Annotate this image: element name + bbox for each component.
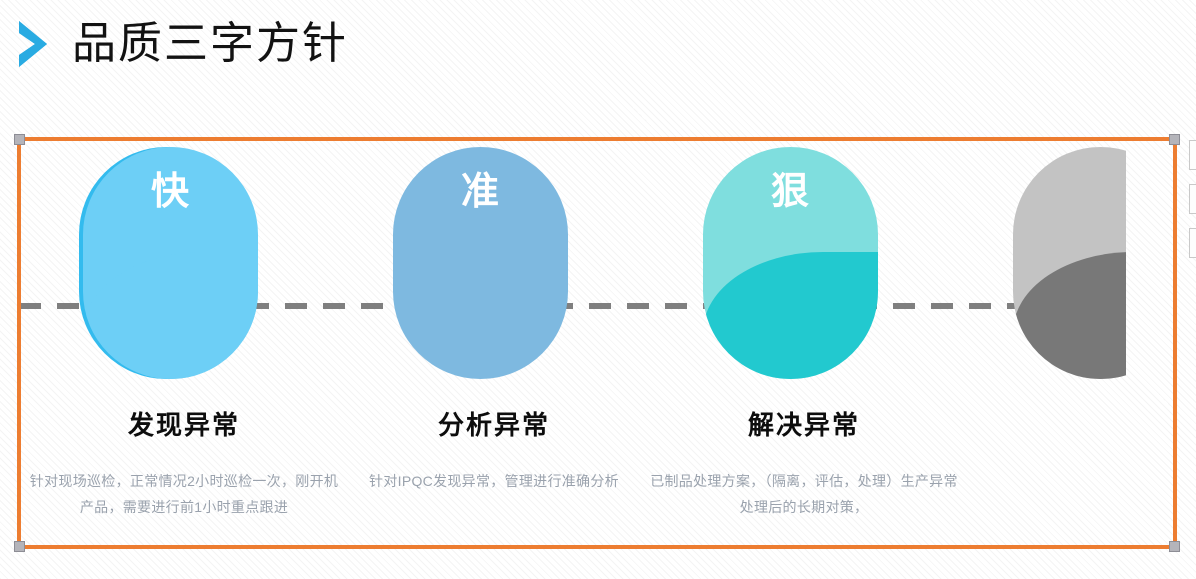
stage-2[interactable]: 准 分析异常 针对IPQC发现异常，管理进行准确分析 [329, 139, 659, 547]
page-title: 品质三字方针 [72, 19, 348, 68]
stage-2-pill[interactable]: 准 [393, 147, 568, 379]
stage-3-heading: 解决异常 [747, 410, 860, 440]
stage-4-pill-overlay [1013, 252, 1126, 379]
stage-1-description: 针对现场巡检，正常情况2小时巡检一次，刚开机产品，需要进行前1小时重点跟进 [29, 473, 339, 515]
stage-3[interactable]: 狠 解决异常 已制品处理方案，（隔离，评估，处理）生产异常处理后的长期对策， [639, 139, 969, 547]
stage-3-description: 已制品处理方案，（隔离，评估，处理）生产异常处理后的长期对策， [650, 473, 958, 515]
stage-1-pill[interactable]: 快 [83, 147, 258, 379]
chevron-right-icon [8, 16, 68, 72]
dashed-connector-line [19, 303, 1126, 309]
stage-1-char: 快 [150, 171, 190, 213]
stage-4-pill[interactable] [1013, 147, 1126, 379]
diagram-content: 快 发现异常 针对现场巡检，正常情况2小时巡检一次，刚开机产品，需要进行前1小时… [19, 139, 1126, 547]
selection-handle-top-right[interactable] [1169, 134, 1180, 145]
stage-1-graphic[interactable]: 快 [19, 139, 349, 384]
slide-title-row: 品质三字方针 [0, 8, 348, 80]
stage-4[interactable] [949, 139, 1126, 547]
stage-3-char: 狠 [770, 171, 810, 213]
edge-tool-button-1[interactable] [1189, 140, 1196, 170]
stage-3-graphic[interactable]: 狠 [639, 139, 969, 384]
selection-handle-bottom-right[interactable] [1169, 541, 1180, 552]
right-edge-toolbar[interactable] [1186, 140, 1196, 270]
stage-2-description: 针对IPQC发现异常，管理进行准确分析 [369, 473, 619, 489]
stage-1[interactable]: 快 发现异常 针对现场巡检，正常情况2小时巡检一次，刚开机产品，需要进行前1小时… [19, 139, 349, 547]
edge-tool-button-3[interactable] [1189, 228, 1196, 258]
stage-4-graphic[interactable] [949, 139, 1126, 384]
stage-2-char: 准 [460, 171, 500, 213]
stage-1-pill-overlay [83, 252, 258, 379]
stage-1-heading: 发现异常 [127, 410, 240, 440]
edge-tool-button-2[interactable] [1189, 184, 1196, 214]
stage-2-heading: 分析异常 [437, 410, 550, 440]
stage-3-pill[interactable]: 狠 [703, 147, 878, 379]
stage-2-graphic[interactable]: 准 [329, 139, 659, 384]
stage-3-pill-overlay [703, 252, 878, 379]
